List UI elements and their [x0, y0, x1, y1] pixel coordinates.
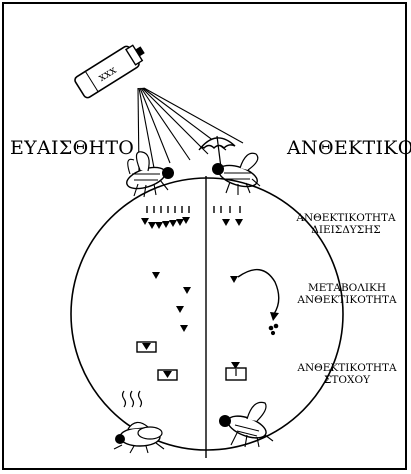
- penetration-marks-left: [147, 206, 189, 213]
- dead-fly-icon: [114, 391, 164, 453]
- target-site-left-lower: [158, 370, 177, 380]
- penetration-resistance-label: ΑΝΘΕΚΤΙΚΟΤΗΤΑ ΔΙΕΙΣΔΥΣΗΣ: [291, 212, 401, 236]
- penetration-resistance-line-2: ΔΙΕΙΣΔΥΣΗΣ: [291, 224, 401, 236]
- spray-lines: [138, 88, 243, 172]
- penetration-triangles-right: [222, 219, 243, 226]
- penetration-marks-right: [214, 206, 240, 213]
- metabolic-resistance-label: ΜΕΤΑΒΟΛΙΚΗ ΑΝΘΕΚΤΙΚΟΤΗΤΑ: [288, 282, 406, 306]
- metabolic-resistance-line-2: ΑΝΘΕΚΤΙΚΟΤΗΤΑ: [288, 294, 406, 306]
- target-resistance-label: ΑΝΘΕΚΤΙΚΟΤΗΤΑ ΣΤΟΧΟΥ: [292, 362, 402, 386]
- living-fly-icon: [219, 402, 273, 447]
- metabolic-arrow: [230, 270, 279, 336]
- penetration-resistance-line-1: ΑΝΘΕΚΤΙΚΟΤΗΤΑ: [291, 212, 401, 224]
- resistant-fly-icon: [212, 153, 260, 195]
- resistant-label: ΑΝΘΕΚΤΙΚΟ: [287, 137, 411, 159]
- penetration-triangles-left: [141, 217, 190, 229]
- target-site-left-upper: [137, 342, 156, 352]
- target-resistance-line-2: ΣΤΟΧΟΥ: [292, 374, 402, 386]
- target-site-right: [226, 362, 246, 380]
- susceptible-label: ΕΥΑΙΣΘΗΤΟ: [10, 137, 134, 159]
- target-resistance-line-1: ΑΝΘΕΚΤΙΚΟΤΗΤΑ: [292, 362, 402, 374]
- metabolic-resistance-line-1: ΜΕΤΑΒΟΛΙΚΗ: [288, 282, 406, 294]
- interior-triangles-left: [152, 272, 191, 332]
